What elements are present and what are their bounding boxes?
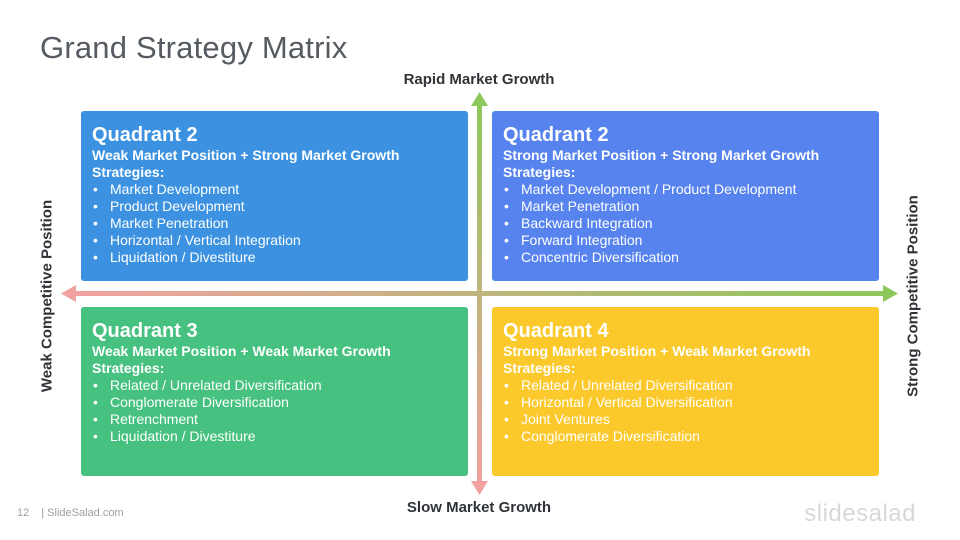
strategy-item: Joint Ventures bbox=[503, 411, 868, 428]
quadrant-top-right: Quadrant 2 Strong Market Position + Stro… bbox=[492, 111, 879, 281]
strategies-label: Strategies: bbox=[92, 360, 165, 376]
strategies-label: Strategies: bbox=[503, 164, 576, 180]
strategy-item: Retrenchment bbox=[92, 411, 457, 428]
strategy-item: Conglomerate Diversification bbox=[92, 394, 457, 411]
strategy-list: Market Development / Product Development… bbox=[503, 181, 868, 266]
quadrant-subtitle: Weak Market Position + Weak Market Growt… bbox=[92, 343, 391, 359]
axis-label-right: Strong Competitive Position bbox=[904, 195, 922, 397]
strategy-item: Related / Unrelated Diversification bbox=[503, 377, 868, 394]
strategy-item: Backward Integration bbox=[503, 215, 868, 232]
quadrant-title: Quadrant 2 bbox=[503, 124, 609, 146]
strategy-item: Product Development bbox=[92, 198, 457, 215]
strategy-item: Horizontal / Vertical Diversification bbox=[503, 394, 868, 411]
strategy-item: Liquidation / Divestiture bbox=[92, 249, 457, 266]
quadrant-title: Quadrant 4 bbox=[503, 320, 609, 342]
vertical-axis-line bbox=[477, 100, 482, 487]
right-arrowhead bbox=[883, 285, 898, 302]
brand-logo: slidesalad bbox=[804, 500, 916, 527]
quadrant-title: Quadrant 3 bbox=[92, 320, 198, 342]
quadrant-bottom-right: Quadrant 4 Strong Market Position + Weak… bbox=[492, 307, 879, 476]
quadrant-subtitle: Strong Market Position + Strong Market G… bbox=[503, 147, 820, 163]
strategy-item: Market Penetration bbox=[92, 215, 457, 232]
quadrant-title: Quadrant 2 bbox=[92, 124, 198, 146]
strategy-item: Forward Integration bbox=[503, 232, 868, 249]
strategy-item: Related / Unrelated Diversification bbox=[92, 377, 457, 394]
strategy-list: Related / Unrelated Diversification Cong… bbox=[92, 377, 457, 445]
quadrant-bottom-left: Quadrant 3 Weak Market Position + Weak M… bbox=[81, 307, 468, 476]
slide-footer: 12 | SlideSalad.com bbox=[17, 507, 124, 519]
footer-source: | SlideSalad.com bbox=[41, 507, 124, 519]
left-arrowhead bbox=[61, 285, 76, 302]
axis-label-bottom: Slow Market Growth bbox=[406, 499, 552, 516]
slide-title: Grand Strategy Matrix bbox=[40, 30, 348, 65]
strategy-item: Market Development / Product Development bbox=[503, 181, 868, 198]
strategy-list: Related / Unrelated Diversification Hori… bbox=[503, 377, 868, 445]
quadrant-subtitle: Strong Market Position + Weak Market Gro… bbox=[503, 343, 811, 359]
quadrant-top-left: Quadrant 2 Weak Market Position + Strong… bbox=[81, 111, 468, 281]
strategy-item: Conglomerate Diversification bbox=[503, 428, 868, 445]
strategy-item: Market Penetration bbox=[503, 198, 868, 215]
strategy-list: Market Development Product Development M… bbox=[92, 181, 457, 266]
strategies-label: Strategies: bbox=[92, 164, 165, 180]
strategy-item: Concentric Diversification bbox=[503, 249, 868, 266]
strategy-item: Horizontal / Vertical Integration bbox=[92, 232, 457, 249]
strategy-item: Market Development bbox=[92, 181, 457, 198]
axis-label-top: Rapid Market Growth bbox=[403, 71, 555, 88]
bottom-arrowhead bbox=[471, 481, 488, 495]
axis-label-left: Weak Competitive Position bbox=[38, 199, 56, 393]
strategy-item: Liquidation / Divestiture bbox=[92, 428, 457, 445]
strategies-label: Strategies: bbox=[503, 360, 576, 376]
page-number: 12 bbox=[17, 507, 30, 519]
quadrant-subtitle: Weak Market Position + Strong Market Gro… bbox=[92, 147, 400, 163]
top-arrowhead bbox=[471, 92, 488, 106]
